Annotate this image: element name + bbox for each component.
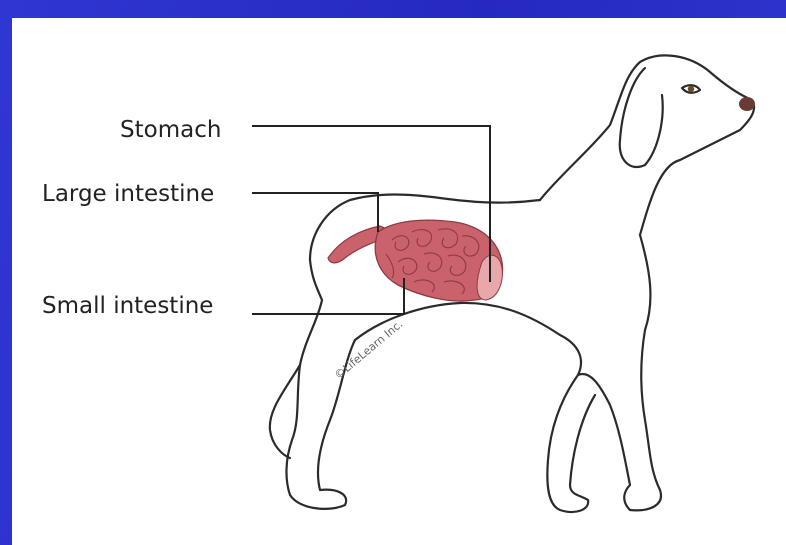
dog-eye-icon [688,86,694,92]
large-intestine-label: Large intestine [42,181,214,207]
small-intestine-leader-line [252,278,404,314]
dog-nose-icon [739,97,755,111]
dog-head-outline [540,55,754,235]
small-intestine-label: Small intestine [42,293,213,319]
stomach-label: Stomach [120,117,221,143]
dog-hind-leg2-outline [270,365,300,458]
dog-front-leg-outline [578,235,661,510]
dog-front-leg2-outline [547,375,595,512]
dog-hind-leg-outline [286,300,355,509]
